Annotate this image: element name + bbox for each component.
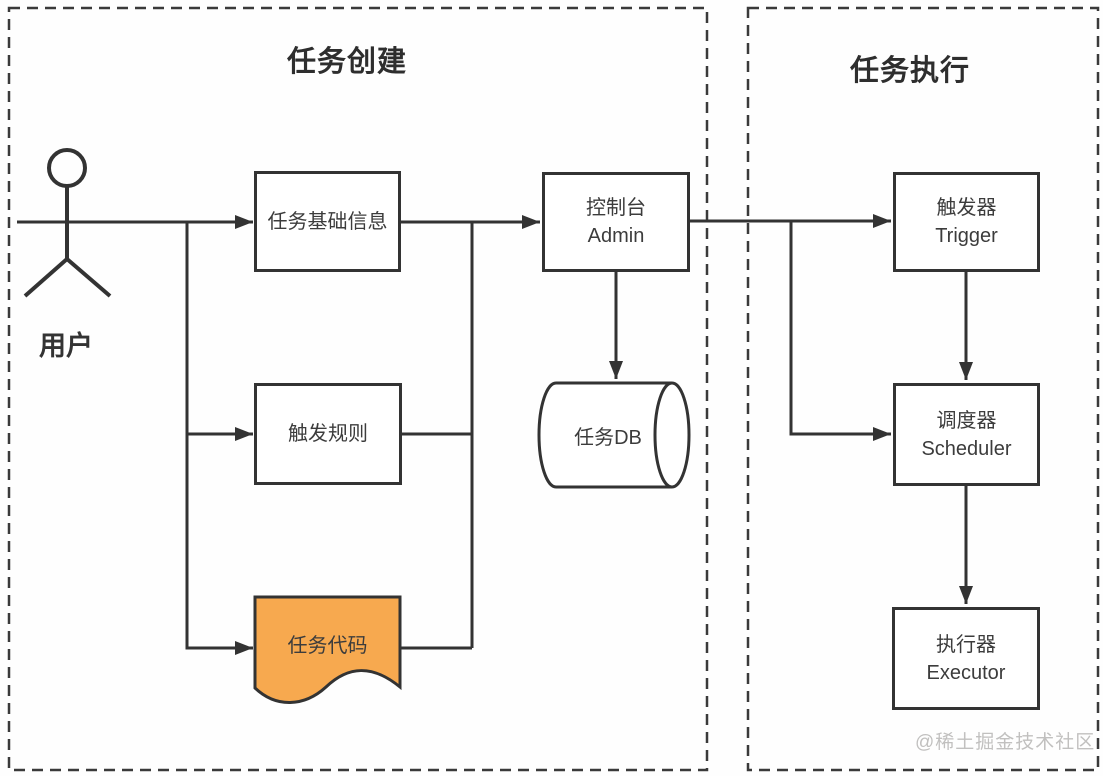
execution-connectors xyxy=(690,214,973,604)
user-actor-label: 用户 xyxy=(39,330,93,361)
watermark-text: @稀土掘金技术社区 xyxy=(915,732,1096,753)
node-task-basic-info-label: 任务基础信息 xyxy=(267,210,388,233)
node-scheduler-label-en: Scheduler xyxy=(921,437,1012,460)
task-code-document-shape xyxy=(253,595,402,704)
node-admin-console: 控制台 Admin xyxy=(542,172,690,272)
node-task-basic-info: 任务基础信息 xyxy=(254,171,401,272)
node-trigger-rule-label: 触发规则 xyxy=(288,423,368,445)
node-trigger-rule: 触发规则 xyxy=(254,383,402,485)
node-task-db-label: 任务DB xyxy=(574,426,642,449)
node-admin-label-zh: 控制台 xyxy=(586,197,646,219)
node-trigger-label-zh: 触发器 xyxy=(936,197,997,219)
node-executor: 执行器 Executor xyxy=(892,607,1040,710)
node-admin-label-en: Admin xyxy=(587,225,645,247)
node-executor-label-zh: 执行器 xyxy=(936,633,996,656)
node-scheduler: 调度器 Scheduler xyxy=(893,383,1040,486)
creation-connectors xyxy=(17,215,623,655)
task-creation-section-border xyxy=(7,6,709,772)
task-execution-section-border xyxy=(746,6,1100,772)
task-db-cylinder xyxy=(537,381,691,489)
node-executor-label-en: Executor xyxy=(926,661,1006,684)
node-scheduler-label-zh: 调度器 xyxy=(936,409,997,432)
section-title-task-creation: 任务创建 xyxy=(286,46,407,78)
section-title-task-execution: 任务执行 xyxy=(849,55,970,87)
node-task-code-label: 任务代码 xyxy=(287,634,368,657)
node-trigger: 触发器 Trigger xyxy=(893,172,1040,272)
node-trigger-label-en: Trigger xyxy=(935,225,998,247)
